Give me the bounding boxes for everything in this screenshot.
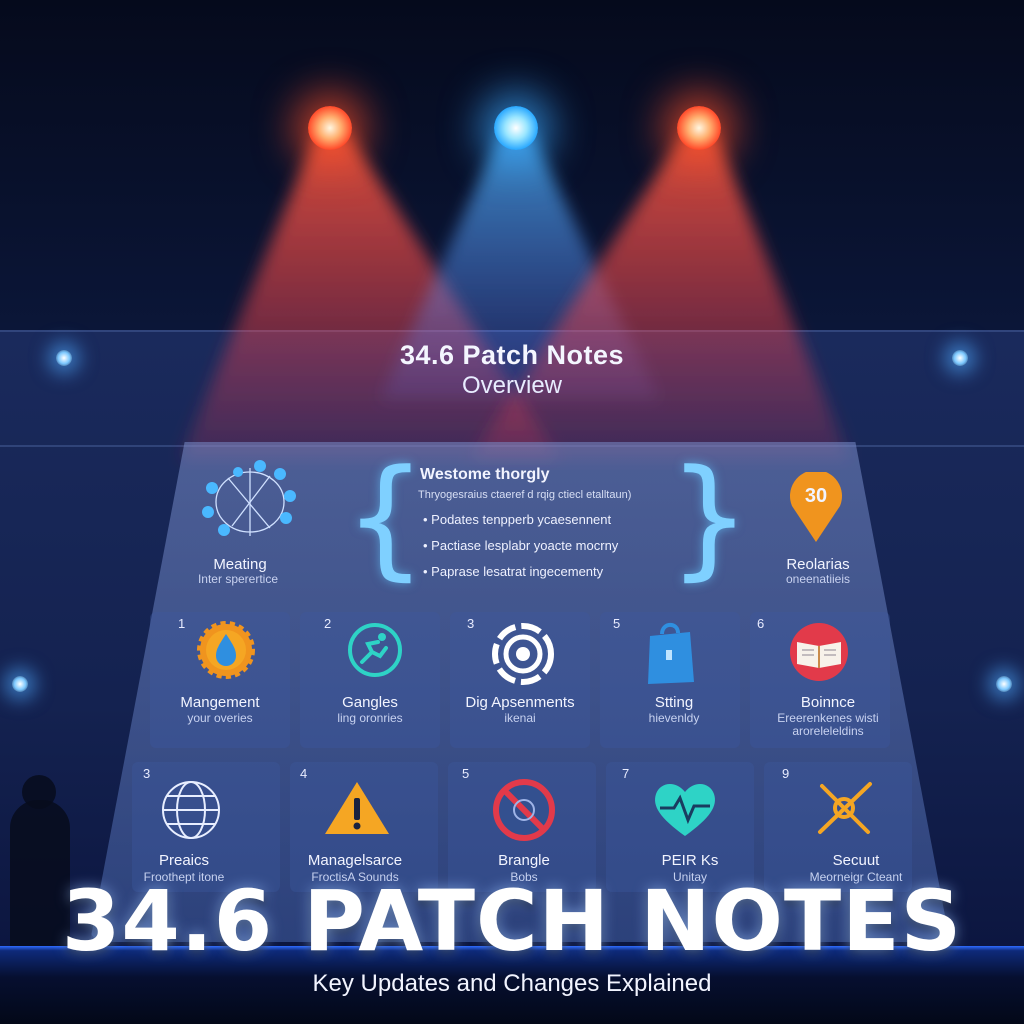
location-pin-icon <box>790 472 842 542</box>
tile-sub: ling oronries <box>337 711 403 725</box>
tile-number: 7 <box>622 766 630 781</box>
warning-icon <box>325 782 389 834</box>
blue-spotlight <box>494 106 538 150</box>
tile-sub: ikenai <box>504 711 536 725</box>
crossed-tools-icon <box>818 782 872 834</box>
network-icon <box>202 460 296 536</box>
tile-number: 1 <box>178 616 186 631</box>
tile-label: Brangle <box>498 852 550 869</box>
tile-number: 2 <box>324 616 332 631</box>
tile-dig-apsenments[interactable] <box>450 612 590 748</box>
tile-sub: FroctisA Sounds <box>311 870 399 884</box>
tile-sub: Meorneigr Cteant <box>809 870 903 884</box>
bullet-item: • Pactiase lesplabr yoacte mocrny <box>423 538 619 553</box>
side-light-left-low <box>12 676 28 692</box>
no-entry-icon <box>493 779 555 841</box>
tile-label: Mangement <box>180 694 260 711</box>
tile-number: 5 <box>462 766 470 781</box>
target-icon <box>492 623 554 685</box>
tile-label: Managelsarce <box>307 852 403 869</box>
tile-sub: aroreleleldins <box>792 724 864 738</box>
bullet-item: • Podates tenpperb ycaesennent <box>423 512 612 527</box>
tile-secuut[interactable] <box>764 762 912 892</box>
silhouette-body <box>10 800 70 950</box>
tile-number: 3 <box>143 766 151 781</box>
red-spotlight-left <box>308 106 352 150</box>
tile-number: 6 <box>757 616 765 631</box>
tile-label: Preaics <box>158 852 210 869</box>
tile-sub: hievenldy <box>648 711 700 725</box>
stage-floor <box>0 946 1024 1024</box>
tile-label: Dig Apsenments <box>465 694 575 711</box>
book-icon <box>790 623 848 681</box>
tile-number: 5 <box>613 616 621 631</box>
tile-sub: Froothept itone <box>143 870 225 884</box>
tile-label: Stting <box>654 694 694 711</box>
right-brace: } <box>668 441 751 593</box>
left-brace: { <box>344 441 427 593</box>
meating-label: Meating <box>213 556 267 573</box>
welcome-title: Westome thorgly <box>420 466 550 483</box>
reolarias-label: Reolarias <box>786 556 850 573</box>
tile-sub: your overies <box>187 711 253 725</box>
tile-label: PEIR Ks <box>661 852 719 869</box>
shopping-bag-icon <box>648 622 694 684</box>
headline: 34.6 PATCH NOTES <box>61 872 963 970</box>
tile-number: 4 <box>300 766 308 781</box>
reolarias-sub: oneenatiieis <box>785 572 851 586</box>
overview-title: 34.6 Patch Notes <box>399 340 625 370</box>
globe-icon <box>162 781 220 839</box>
tile-gangles[interactable] <box>300 612 440 748</box>
welcome-subtitle: Thryogesraius ctaeref d rqig ctiecl etal… <box>418 489 632 501</box>
tile-label: Secuut <box>832 852 880 869</box>
runner-icon <box>348 623 402 677</box>
side-light-left <box>56 350 72 366</box>
side-light-right <box>952 350 968 366</box>
tile-number: 9 <box>782 766 790 781</box>
red-beam-right <box>470 130 850 460</box>
bullet-item: • Paprase lesatrat ingecementy <box>423 564 604 579</box>
pin-badge-number: 30 <box>804 485 828 507</box>
gear-drop-icon <box>197 621 255 679</box>
tile-sub: Unitay <box>672 870 707 884</box>
heart-pulse-icon <box>655 783 715 836</box>
tagline: Key Updates and Changes Explained <box>312 970 712 997</box>
tile-label: Gangles <box>342 694 398 711</box>
tile-sub: Bobs <box>510 870 538 884</box>
tile-label: Boinnce <box>800 694 856 711</box>
tile-sub: Ereerenkenes wisti <box>777 711 879 725</box>
spotlight-beams <box>180 130 850 460</box>
side-light-right-low <box>996 676 1012 692</box>
meating-sub: Inter sperertice <box>197 572 279 586</box>
tile-preaics[interactable] <box>132 762 280 892</box>
overview-subtitle: Overview <box>461 372 563 399</box>
tile-number: 3 <box>467 616 475 631</box>
red-spotlight-right <box>677 106 721 150</box>
